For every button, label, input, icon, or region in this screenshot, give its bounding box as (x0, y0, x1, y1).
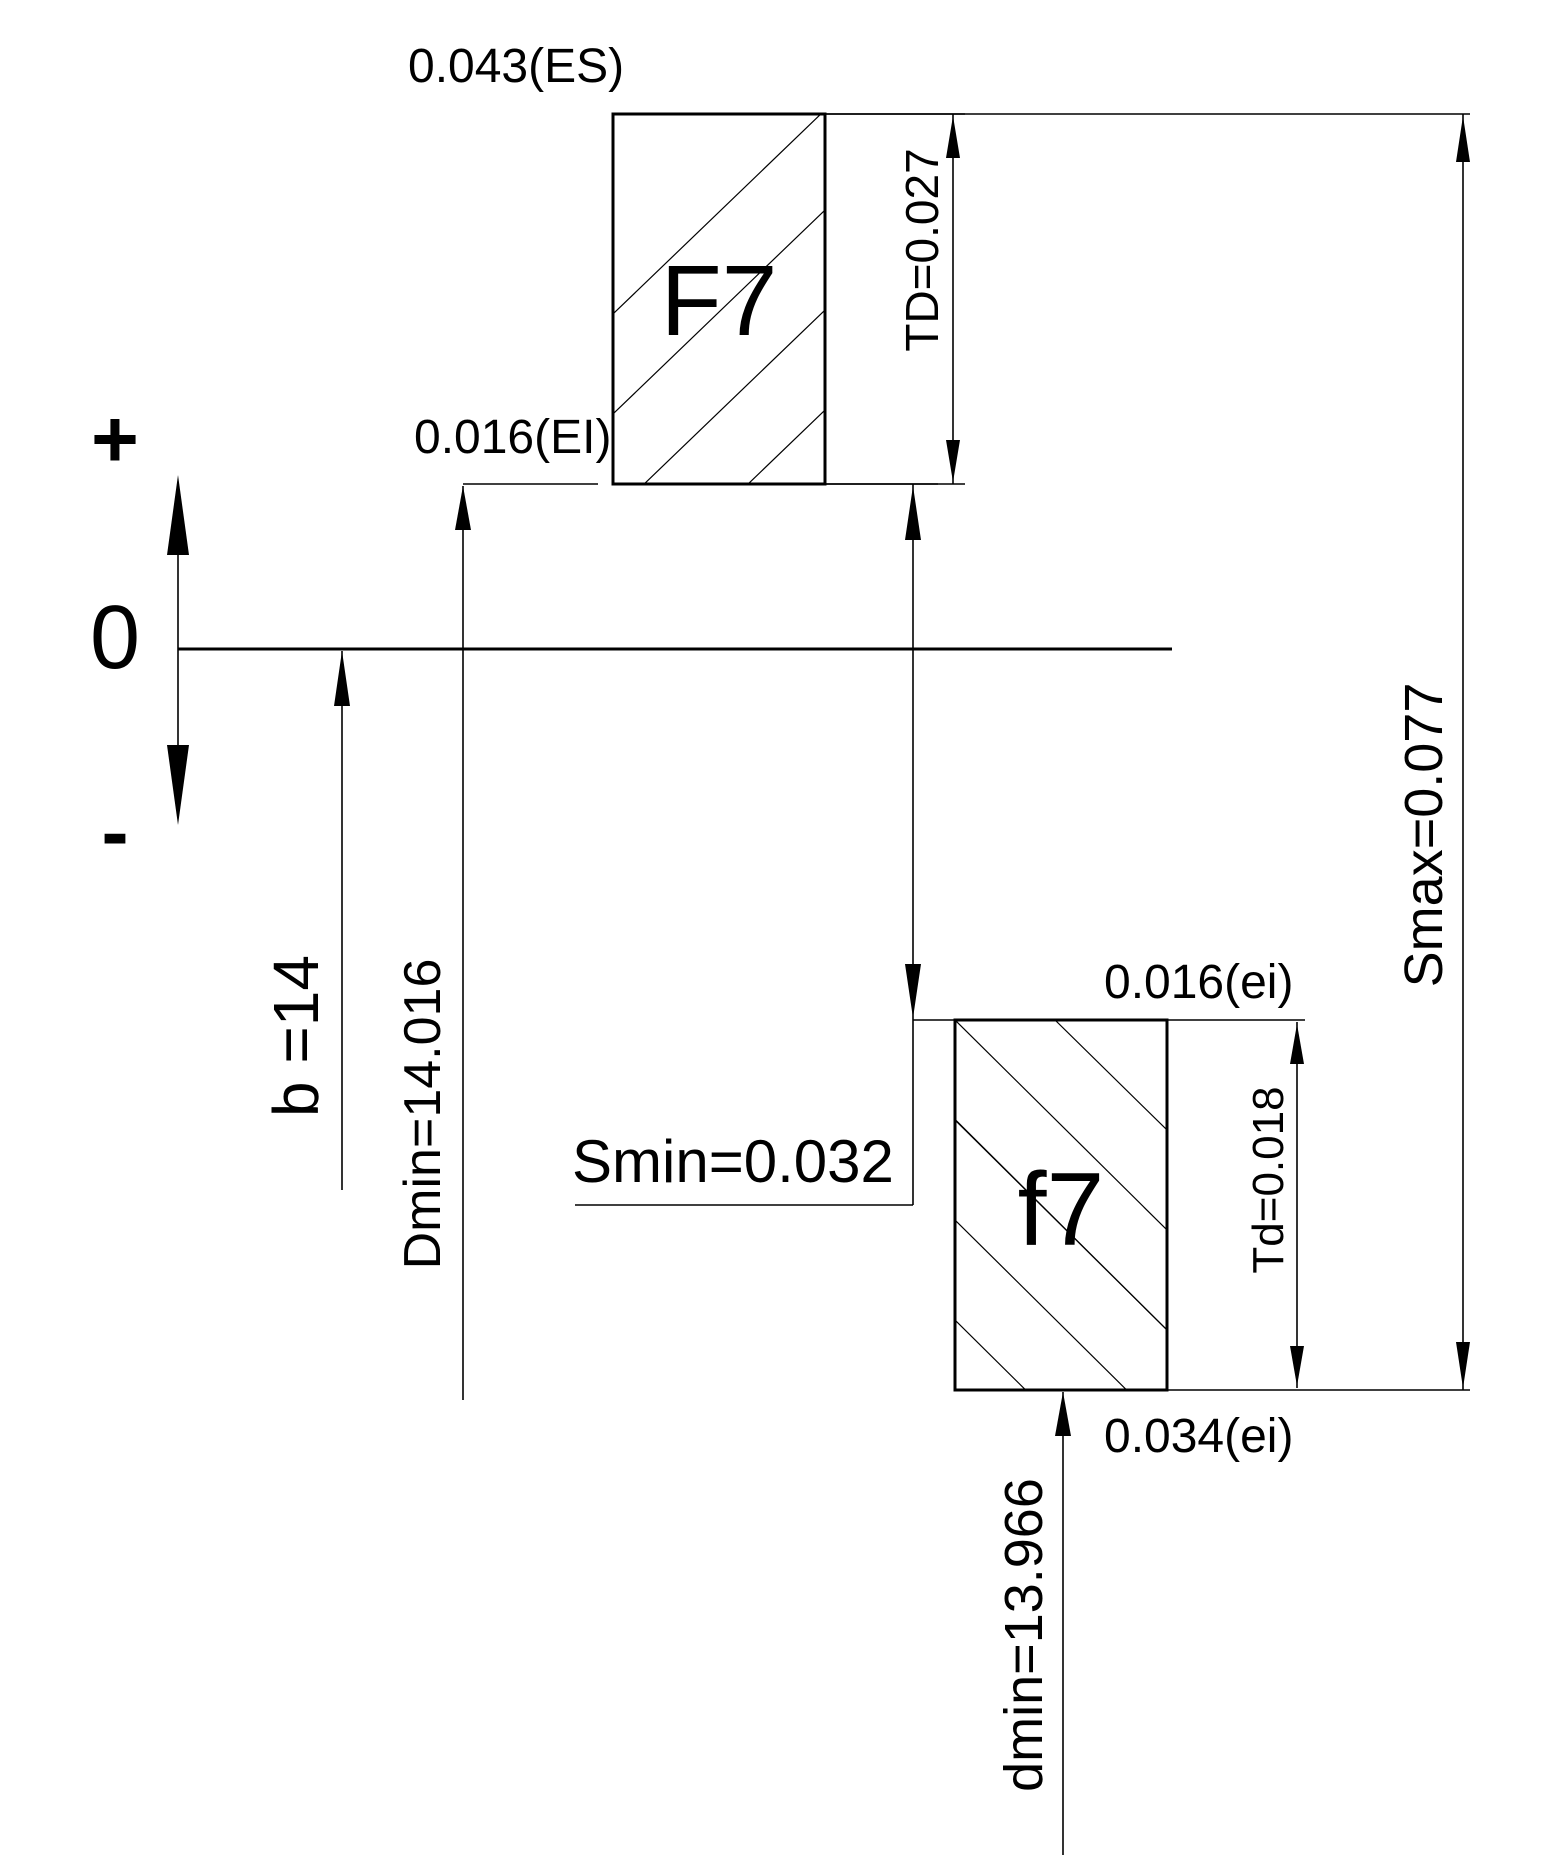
smin-arrow-bottom-icon (905, 964, 921, 1018)
zero-label: 0 (90, 588, 140, 688)
down-arrow-icon (167, 745, 189, 825)
shaft-hatch (955, 1020, 1167, 1390)
shaft-zone-label: f7 (1018, 1152, 1105, 1268)
smax-arrow-top-icon (1456, 116, 1470, 162)
up-arrow-icon (167, 475, 189, 555)
smax-arrow-bottom-icon (1456, 1342, 1470, 1388)
shaft-lower-deviation: 0.034(ei) (1104, 1410, 1293, 1463)
td-arrow-top-icon (946, 116, 960, 158)
dmin-hole-arrow-icon (455, 486, 471, 530)
shaft-upper-deviation: 0.016(ei) (1104, 956, 1293, 1009)
td-arrow-bottom-icon (946, 440, 960, 482)
basic-size-label: b =14 (260, 955, 332, 1117)
hole-upper-deviation: 0.043(ES) (408, 40, 624, 93)
smax-label: Smax=0.077 (1394, 683, 1454, 988)
minus-sign: - (101, 787, 128, 878)
smin-label: Smin=0.032 (572, 1128, 894, 1195)
td-shaft-arrow-top-icon (1290, 1024, 1304, 1064)
smin-arrow-top-icon (905, 486, 921, 540)
hole-zone-f7-upper (611, 112, 827, 486)
td-shaft-label: Td=0.018 (1244, 1086, 1293, 1273)
td-shaft-arrow-bottom-icon (1290, 1346, 1304, 1386)
dmin-hole-label: Dmin=14.016 (394, 959, 452, 1270)
dmin-shaft-label: dmin=13.966 (994, 1478, 1054, 1792)
td-label: TD=0.027 (896, 148, 948, 351)
basic-size-arrow-icon (334, 651, 350, 706)
hole-lower-deviation: 0.016(EI) (414, 411, 611, 464)
plus-sign: + (91, 394, 139, 485)
dmin-shaft-arrow-icon (1055, 1392, 1071, 1436)
hole-zone-label: F7 (661, 245, 778, 357)
shaft-zone-f7-lower (953, 1018, 1169, 1392)
hole-hatch (613, 114, 825, 484)
